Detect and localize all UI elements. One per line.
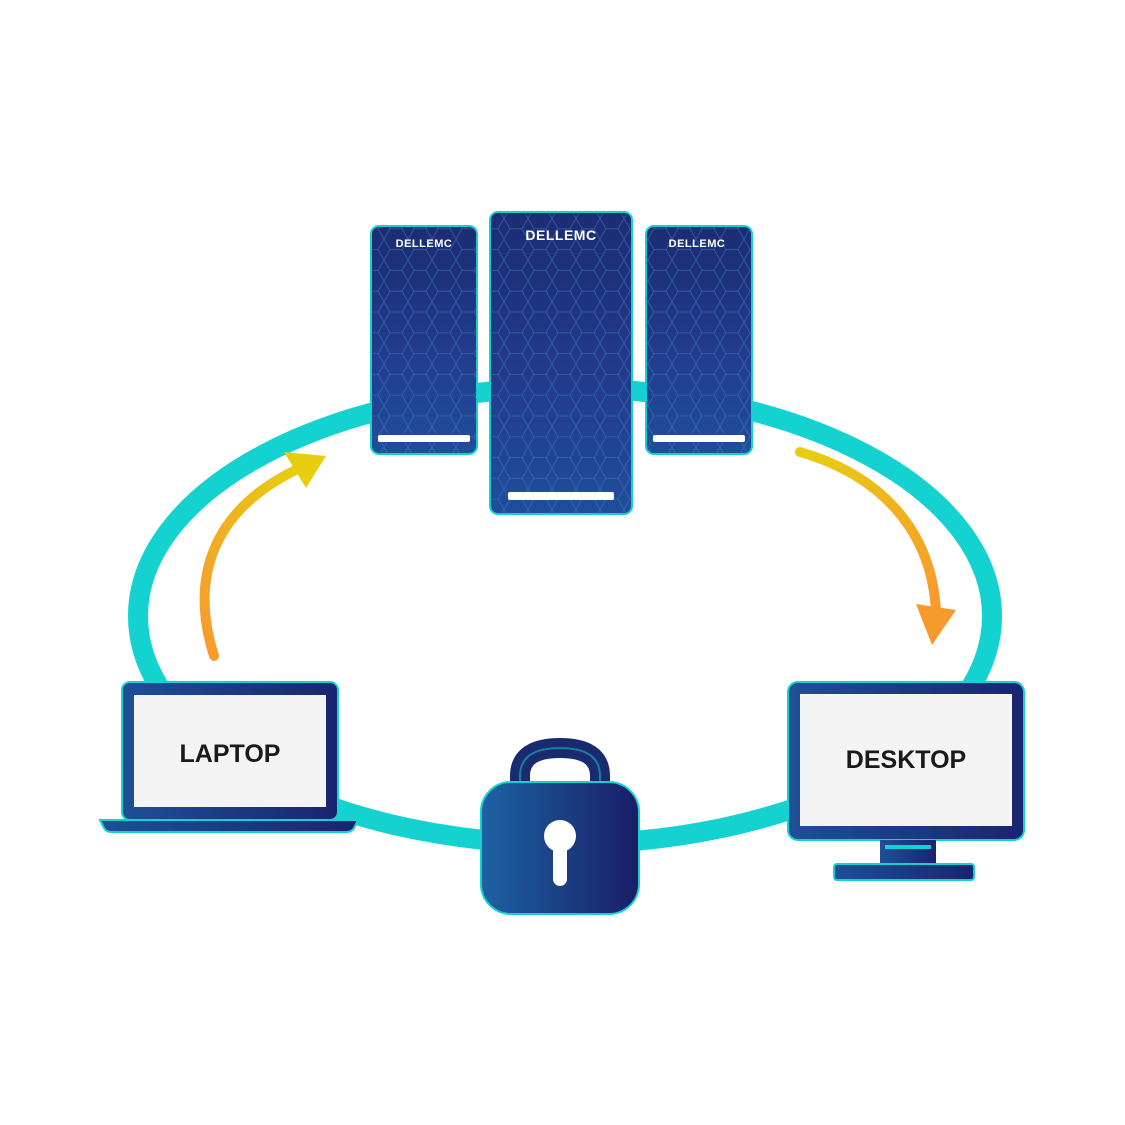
brand-logo: DELLEMC — [396, 238, 453, 250]
server-drive-slot — [508, 492, 614, 500]
desktop-screen — [800, 694, 1012, 826]
server-drive-slot — [653, 435, 745, 442]
server-right: DELLEMC — [645, 225, 753, 455]
curved-arrow-up-icon — [199, 463, 305, 661]
server-drive-slot — [378, 435, 470, 442]
download-arrow — [795, 447, 956, 645]
desktop-monitor-icon: DESKTOP — [787, 681, 1025, 881]
desktop-label: DESKTOP — [846, 746, 966, 774]
brand-logo: DELLEMC — [669, 238, 726, 250]
laptop-icon: LAPTOP — [98, 681, 360, 833]
padlock-icon — [480, 737, 640, 915]
brand-logo: DELLEMC — [525, 227, 596, 243]
laptop-label: LAPTOP — [180, 740, 281, 768]
upload-arrow — [199, 452, 326, 661]
laptop-screen — [134, 695, 326, 807]
curved-arrow-down-icon — [795, 447, 941, 617]
server-center: DELLEMC — [489, 211, 633, 515]
server-left: DELLEMC — [370, 225, 478, 455]
